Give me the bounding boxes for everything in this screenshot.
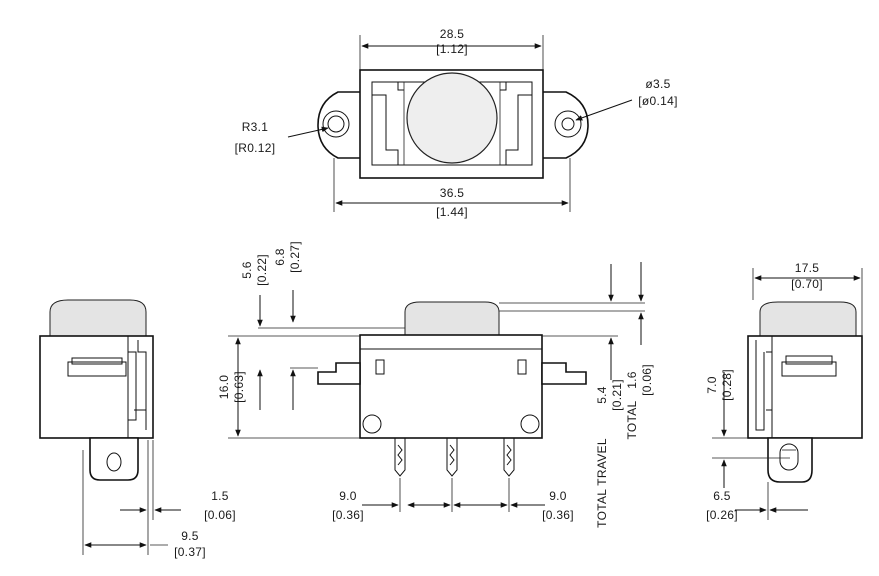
total-mm: 1.6 xyxy=(625,371,639,389)
hole-leader xyxy=(575,99,633,121)
tab-height-in: [0.28] xyxy=(720,369,734,401)
pin-left xyxy=(394,438,406,477)
offset-large-in: [0.37] xyxy=(174,545,206,559)
width-overall-mm: 28.5 xyxy=(440,27,465,41)
width-overall-in: [1.12] xyxy=(436,42,468,56)
mount-hole-right xyxy=(554,110,582,138)
offset-large-mm: 9.5 xyxy=(181,529,199,543)
radius-leader xyxy=(287,126,329,138)
pitch-left-mm: 9.0 xyxy=(339,489,357,503)
cap-height-b-in: [0.27] xyxy=(288,241,302,273)
body-height-mm: 16.0 xyxy=(217,375,231,400)
depth-mm: 17.5 xyxy=(795,261,820,275)
pin-center xyxy=(446,438,458,477)
pitch-left-in: [0.36] xyxy=(332,508,364,522)
hole-in: [ø0.14] xyxy=(638,94,677,108)
cap-height-a-mm: 5.6 xyxy=(240,261,254,279)
width-mount-in: [1.44] xyxy=(436,205,468,219)
left-mount-ear xyxy=(317,91,363,159)
front-cap xyxy=(404,301,500,336)
actuator-top xyxy=(406,72,498,164)
right-body xyxy=(747,335,863,439)
offset-small-in: [0.06] xyxy=(204,508,236,522)
tab-height-mm: 7.0 xyxy=(705,376,719,394)
radius-mm: R3.1 xyxy=(242,120,269,134)
pitch-right-in: [0.36] xyxy=(542,508,574,522)
right-mount-ear xyxy=(541,91,589,159)
total-travel-in: [0.21] xyxy=(610,379,624,411)
top-view: 28.5 [1.12] 36.5 [1.44] R3.1 [R0.12] xyxy=(235,27,678,219)
pin-right xyxy=(503,438,515,477)
body-height-in: [0.63] xyxy=(232,371,246,403)
depth-in: [0.70] xyxy=(791,277,823,291)
front-corner-left xyxy=(362,414,382,434)
right-side-view: 17.5 [0.70] 7.0 [0.28] 6.5 [0.26] xyxy=(705,261,863,522)
tab-offset-in: [0.26] xyxy=(706,508,738,522)
radius-in: [R0.12] xyxy=(235,141,276,155)
cap-height-b-mm: 6.8 xyxy=(273,248,287,266)
offset-small-mm: 1.5 xyxy=(211,489,229,503)
left-side-view: 1.5 [0.06] 9.5 [0.37] xyxy=(39,299,236,559)
front-view: 16.0 [0.63] 5.6 [0.22] 6.8 [0.27] TOTAL … xyxy=(217,241,654,528)
total-label: TOTAL xyxy=(625,400,639,439)
front-body xyxy=(359,334,543,439)
total-in: [0.06] xyxy=(640,364,654,396)
left-tab xyxy=(89,437,139,481)
right-cap xyxy=(759,301,857,337)
width-mount-mm: 36.5 xyxy=(440,186,465,200)
right-tab xyxy=(767,437,813,483)
total-travel-mm: 5.4 xyxy=(595,386,609,404)
pitch-right-mm: 9.0 xyxy=(549,489,567,503)
total-travel-label: TOTAL TRAVEL xyxy=(595,438,609,528)
tab-offset-mm: 6.5 xyxy=(713,489,731,503)
hole-mm: ø3.5 xyxy=(645,77,670,91)
left-cap xyxy=(49,299,147,337)
left-body xyxy=(39,335,154,439)
cap-height-a-in: [0.22] xyxy=(255,254,269,286)
